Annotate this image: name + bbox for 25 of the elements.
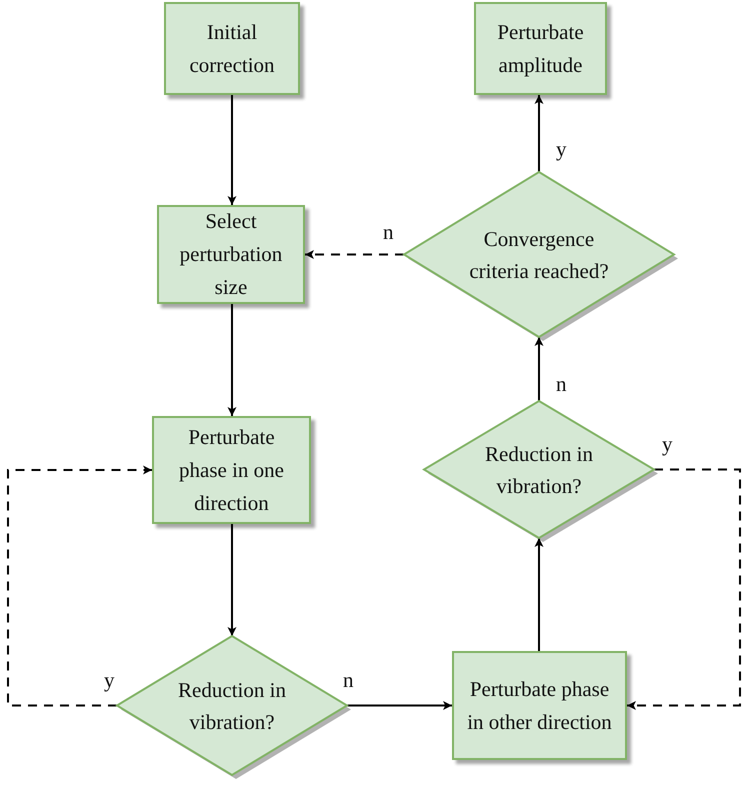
arrow [347,701,452,710]
edge-label: y [556,137,566,161]
arrow [534,95,544,172]
arrow [627,468,741,710]
node-label: Initial correction [188,18,276,78]
process-box [452,651,627,760]
edge-label: n [556,372,566,396]
node-label: Perturbate amplitude [496,18,585,78]
arrow [534,337,544,401]
node-label: Perturbate phase in one direction [178,424,285,516]
arrow [228,95,236,205]
arrow [228,304,236,416]
arrow [534,538,544,651]
edge-label: y [662,432,672,456]
edge-label: n [383,220,394,244]
arrow [228,524,236,636]
arrow [7,466,152,706]
process-box [152,416,311,524]
edge-label: y [104,668,114,692]
node-label: Select perturbation size [178,208,284,301]
process-box [157,205,305,304]
arrow [305,250,404,259]
process-box [474,2,607,95]
process-box [164,2,300,95]
node-label: Perturbate phase in other direction [466,676,613,736]
